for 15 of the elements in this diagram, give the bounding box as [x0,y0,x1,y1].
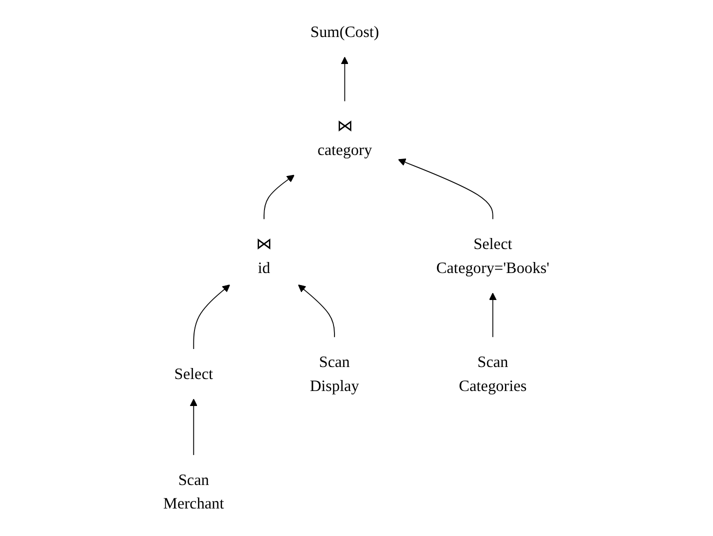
node-text: ⋈ id [256,234,272,276]
node-text: Scan Merchant [163,470,224,512]
arrow [298,284,336,338]
node-text: Scan Categories [459,352,527,394]
arrow [398,158,494,220]
arrow [489,292,497,338]
arrow [193,284,230,350]
arrow [190,398,198,456]
node-text: Sum(Cost) [310,22,380,40]
node-text: Select [174,364,214,382]
arrow [264,174,295,220]
node-text: Select Category='Books' [436,234,550,276]
node-text: Scan Display [310,352,360,394]
arrow [341,56,349,102]
node-text: ⋈ category [318,117,372,158]
